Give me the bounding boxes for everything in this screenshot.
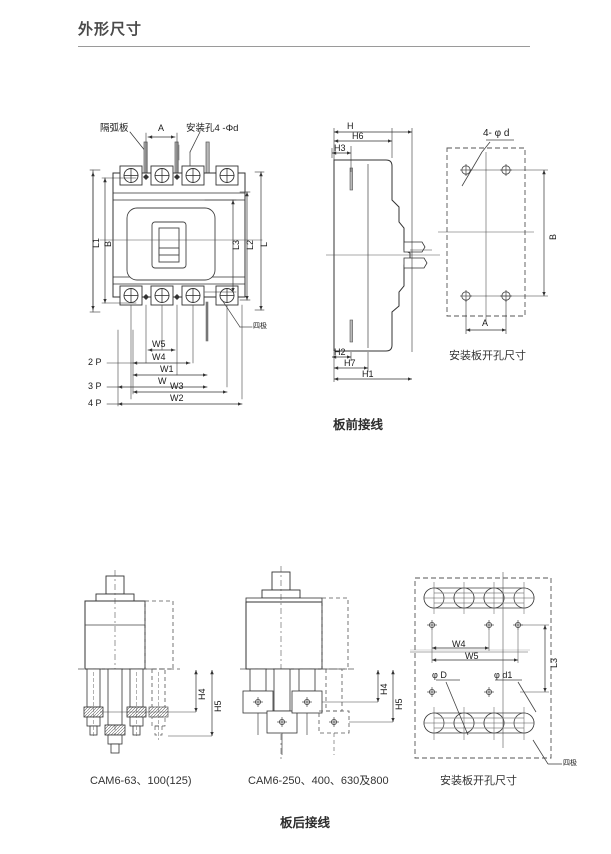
label-l: L: [259, 241, 269, 247]
label-large-h4: H4: [379, 683, 389, 695]
label-rear-phi-d1: φ d1: [494, 670, 513, 680]
label-small-h5: H5: [213, 700, 223, 712]
label-h3: H3: [334, 143, 346, 153]
label-h6: H6: [352, 131, 364, 141]
plate-drilling-group: [438, 139, 548, 334]
label-pole-4p: 4 P: [88, 398, 102, 408]
label-l1: L1: [91, 237, 101, 248]
label-w4: W4: [152, 352, 166, 362]
label-plate-b: B: [548, 233, 558, 240]
label-h7: H7: [344, 358, 356, 368]
label-arc-plate: 隔弧板: [100, 123, 129, 134]
label-plate-a: A: [482, 318, 489, 328]
caption-rear-wiring: 板后接线: [280, 816, 331, 830]
label-mounting-hole: 安装孔4 -Φd: [186, 123, 239, 134]
label-four-pole-rear: 四极: [563, 760, 577, 767]
label-b: B: [103, 240, 113, 247]
label-plate-hole-4phid: 4- φ d: [483, 128, 510, 139]
front-view-group: [89, 131, 265, 407]
label-rear-w5: W5: [465, 651, 479, 661]
label-rear-phi-d: φ D: [432, 670, 447, 680]
rear-large-view-group: [240, 566, 395, 760]
caption-front-wiring: 板前接线: [333, 418, 384, 432]
label-rear-w4: W4: [452, 639, 466, 649]
label-w3: W3: [170, 381, 184, 391]
label-h2: H2: [334, 347, 346, 357]
label-w5: W5: [152, 339, 166, 349]
title-divider: [78, 46, 530, 47]
caption-plate-drilling-front: 安装板开孔尺寸: [449, 350, 526, 362]
caption-cam6-small: CAM6-63、100(125): [90, 775, 192, 787]
label-l3: L3: [231, 239, 241, 250]
caption-cam6-large: CAM6-250、400、630及800: [248, 775, 389, 787]
rear-plate-drilling-group: [410, 572, 562, 765]
label-w: W: [158, 376, 167, 386]
label-h: H: [347, 121, 354, 131]
caption-plate-drilling-rear: 安装板开孔尺寸: [440, 775, 517, 787]
label-w2: W2: [170, 393, 184, 403]
label-h1: H1: [362, 369, 374, 379]
label-dim-a: A: [158, 123, 165, 133]
label-large-h5: H5: [394, 698, 404, 710]
label-small-h4: H4: [197, 688, 207, 700]
side-view-group: [326, 128, 440, 382]
rear-small-view-group: [78, 570, 214, 754]
label-w1: W1: [160, 364, 174, 374]
label-rear-l3: L3: [549, 657, 559, 668]
label-four-pole-front: 四极: [253, 323, 267, 330]
label-pole-3p: 3 P: [88, 381, 102, 391]
label-l2: L2: [245, 239, 255, 250]
page-title: 外形尺寸: [78, 21, 143, 38]
label-pole-2p: 2 P: [88, 357, 102, 367]
